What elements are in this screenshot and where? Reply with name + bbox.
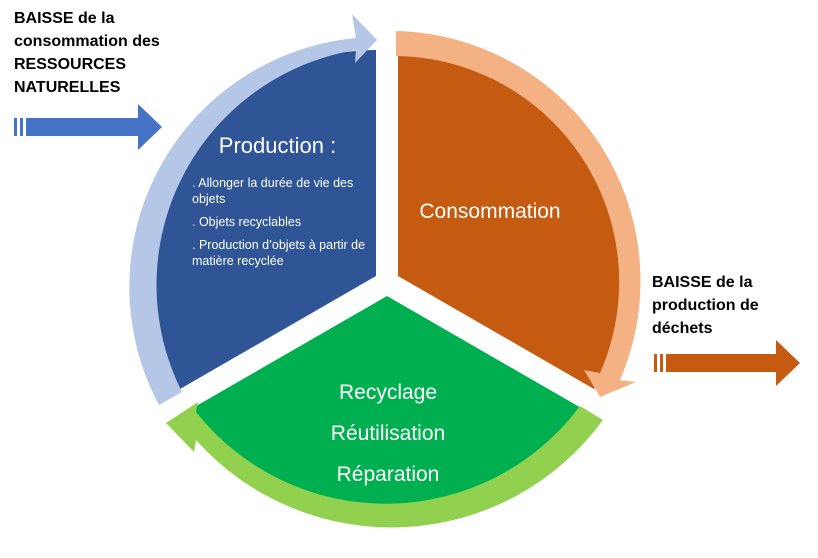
note-line: NATURELLES <box>14 79 121 96</box>
production-bullet: . Objets recyclables <box>192 215 302 229</box>
note-line: BAISSE de la <box>14 10 115 27</box>
right-arrow-icon <box>14 104 162 150</box>
reparation-label: Réparation <box>336 463 440 486</box>
note-line: production de <box>652 297 759 314</box>
production-bullet: . Production d’objets à partir de matièr… <box>192 238 366 268</box>
production-title: Production : <box>218 133 337 158</box>
production-bullets: . Allonger la durée de vie des objets . … <box>192 175 372 276</box>
note-line: RESSOURCES <box>14 56 127 73</box>
waste-note: BAISSE de la production de déchets <box>652 271 759 340</box>
reutilisation-label: Réutilisation <box>330 422 446 445</box>
production-bullet: . Allonger la durée de vie des objets <box>192 176 354 206</box>
production-cycle-arrow <box>129 14 377 405</box>
note-line: BAISSE de la <box>652 274 753 291</box>
right-arrow-icon <box>654 340 800 386</box>
recyclage-cycle-arrow <box>166 402 603 528</box>
note-line: déchets <box>652 320 713 337</box>
recyclage-segment <box>191 296 583 523</box>
resources-note: BAISSE de la consommation des RESSOURCES… <box>14 7 160 99</box>
recyclage-labels: Recyclage Réutilisation Réparation <box>298 372 478 495</box>
consommation-cycle-arrow <box>396 31 641 397</box>
note-line: consommation des <box>14 33 160 50</box>
recyclage-label: Recyclage <box>338 381 438 404</box>
consommation-title: Consommation <box>419 200 561 223</box>
